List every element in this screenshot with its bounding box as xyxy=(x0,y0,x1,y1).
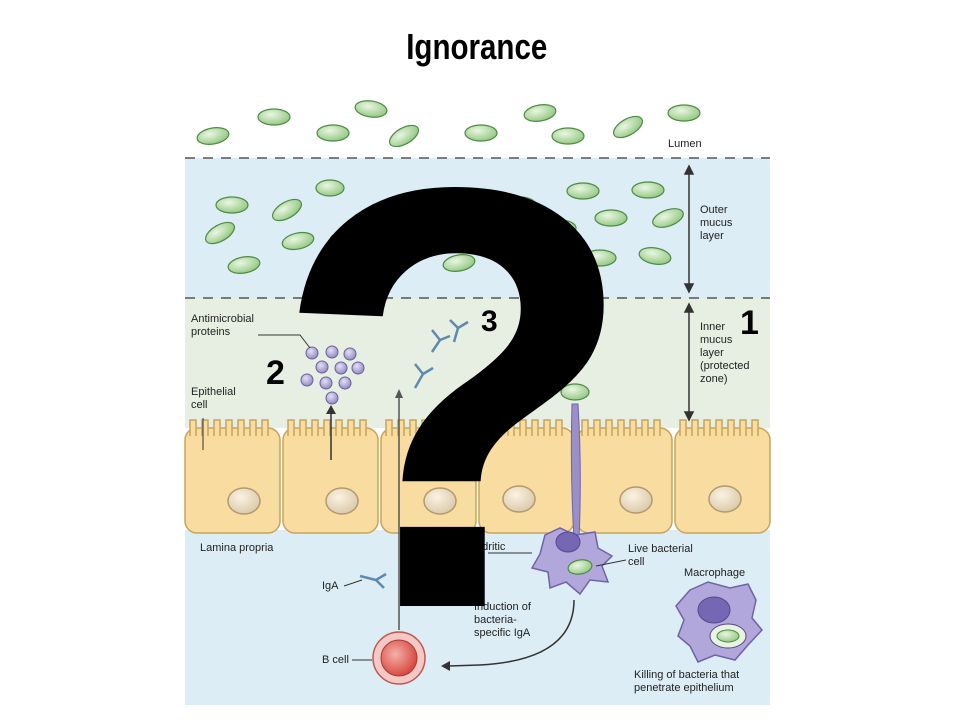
label-lumen: Lumen xyxy=(668,138,702,150)
label-epithelial-cell: Epithelial cell xyxy=(191,386,239,411)
sampled-bacterium xyxy=(560,383,590,401)
label-b-cell: B cell xyxy=(322,654,349,666)
label-induction: Induction of bacteria- specific IgA xyxy=(474,601,534,639)
dendritic-cell xyxy=(530,527,614,596)
label-killing: Killing of bacteria that penetrate epith… xyxy=(634,669,742,694)
macrophage xyxy=(675,581,763,663)
label-outer-mucus: Outer mucus layer xyxy=(700,204,735,242)
label-inner-mucus: Inner mucus layer (protected zone) xyxy=(700,321,753,385)
label-lamina-propria: Lamina propria xyxy=(200,542,274,554)
free-iga xyxy=(359,572,387,589)
lamina-propria-zone xyxy=(185,530,770,705)
outer-mucus-bacteria xyxy=(204,179,684,274)
label-macrophage: Macrophage xyxy=(684,567,745,579)
label-antimicrobial-proteins: Antimicrobial proteins xyxy=(191,313,257,338)
b-cell xyxy=(372,631,426,685)
inner-mucus-zone xyxy=(185,298,770,428)
lumen-bacteria xyxy=(196,100,701,148)
label-dendritic-cell: Dendritic cell xyxy=(462,541,508,566)
label-live-bacterial-cell: Live bacterial cell xyxy=(628,543,696,568)
zone-arrows xyxy=(683,164,695,422)
antimicrobial-proteins xyxy=(300,345,365,405)
label-iga: IgA xyxy=(322,580,339,592)
marker-1: 1 xyxy=(740,304,759,342)
marker-3: 3 xyxy=(481,305,498,338)
question-mark-overlay: ? xyxy=(272,64,639,720)
label-transcytosis-fragment: osis xyxy=(446,468,466,480)
iga-antibodies xyxy=(413,319,469,389)
marker-2: 2 xyxy=(266,354,285,392)
slide-title: Ignorance xyxy=(406,26,548,67)
